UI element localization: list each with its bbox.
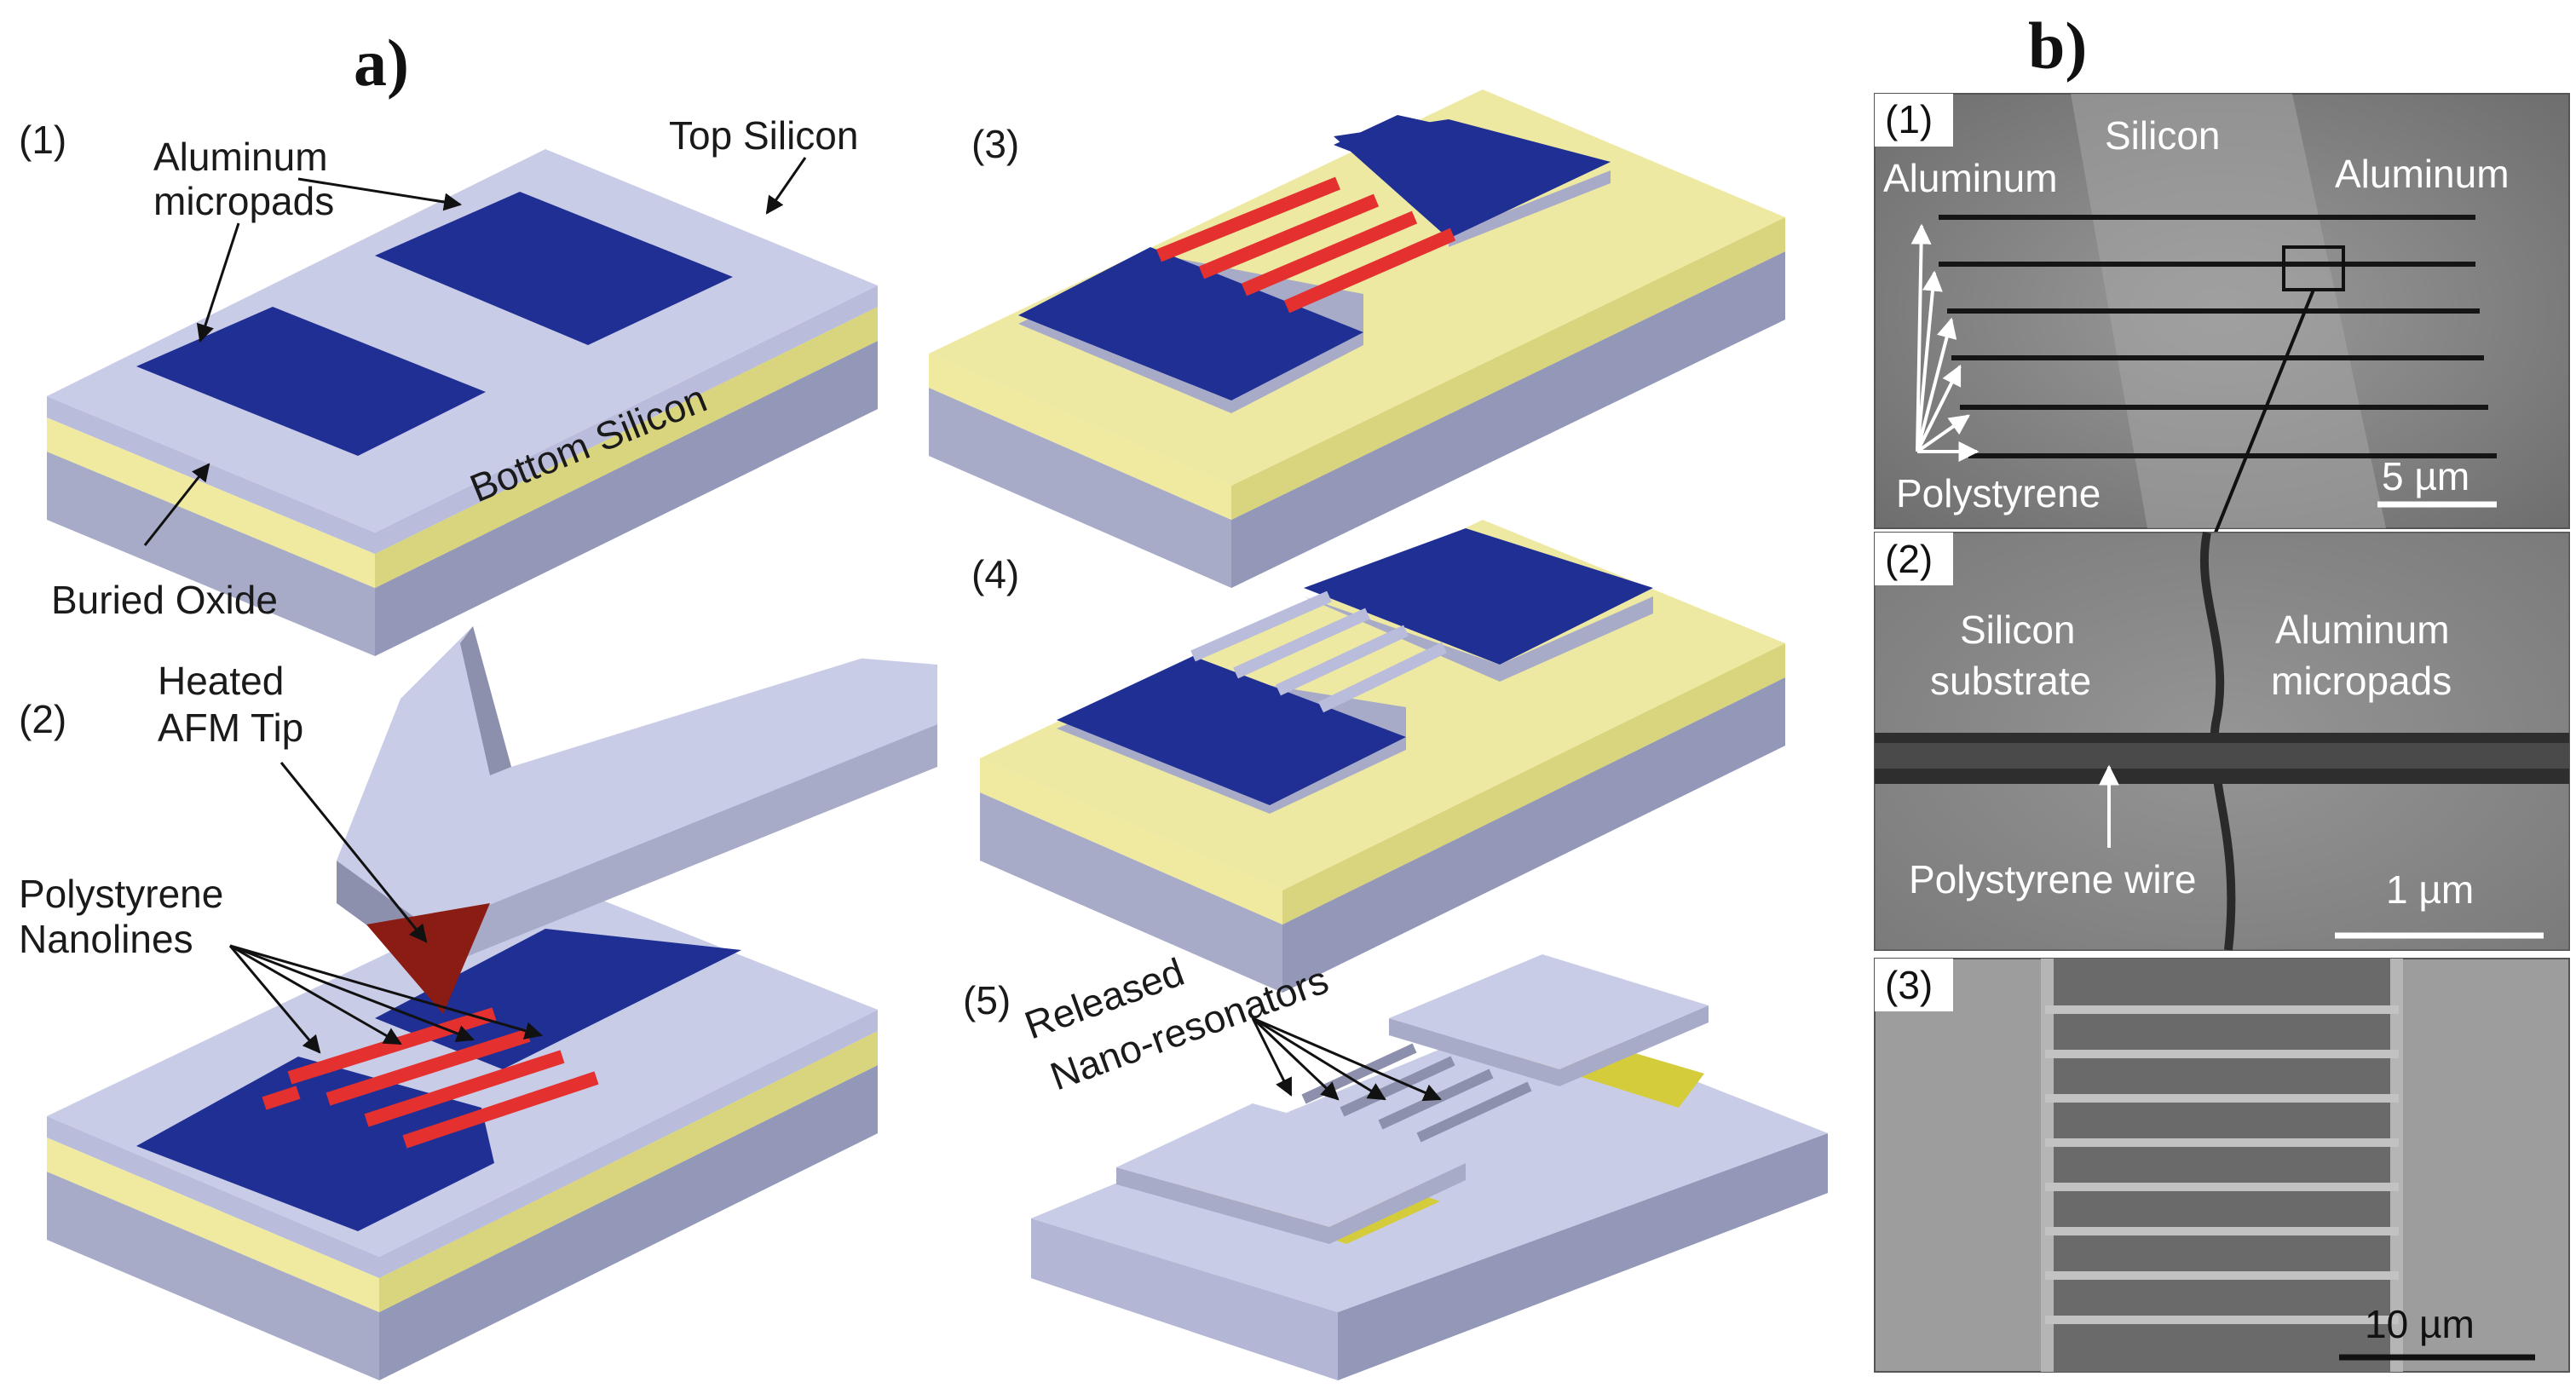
sem1-label-silicon: Silicon [2105, 113, 2221, 158]
step5-wafer [1031, 954, 1828, 1380]
sem1-step-label: (1) [1885, 97, 1933, 141]
micropad-right [375, 192, 733, 345]
step-3-label: (3) [971, 122, 1019, 166]
micropad-left [136, 307, 486, 456]
step-1-label: (1) [19, 118, 66, 162]
sem1-scale-label: 5 µm [2382, 454, 2469, 498]
label-aluminum: Aluminum [153, 135, 328, 179]
label-buried-oxide: Buried Oxide [51, 578, 278, 622]
label-polystyrene: Polystyrene [19, 872, 223, 916]
arrow-top-silicon [765, 157, 807, 215]
sem-image-1 [1874, 93, 2570, 533]
heated-afm-tip [366, 903, 490, 1014]
sem1-label-aluminum-left: Aluminum [1883, 156, 2058, 200]
silicon-beams-4 [1190, 590, 1448, 713]
step1-wafer [47, 149, 878, 656]
arrows-released [1251, 1017, 1442, 1102]
sem1-label-aluminum-right: Aluminum [2335, 152, 2510, 196]
sem-image-2 [1874, 532, 2570, 951]
step4-wafer [980, 520, 1785, 993]
micropad-left-2 [136, 1057, 494, 1231]
step-4-label: (4) [971, 552, 1019, 596]
arrow-micropad-right [297, 177, 463, 211]
polystyrene-lines-3 [1155, 176, 1456, 314]
label-afm-tip: AFM Tip [158, 706, 303, 750]
step-2-label: (2) [19, 697, 66, 741]
sem-image-3 [1874, 958, 2570, 1373]
arrow-afm-tip [279, 762, 428, 943]
sem2-label-silicon: Silicon [1960, 608, 2076, 652]
label-micropads: micropads [153, 179, 334, 223]
sem2-label-wire: Polystyrene wire [1909, 857, 2196, 901]
arrow-buried-oxide [143, 463, 210, 546]
step-5-label: (5) [963, 978, 1011, 1022]
micropad-right-4 [1304, 528, 1653, 665]
step3-wafer [929, 89, 1785, 588]
arrows-nanolines [228, 944, 544, 1054]
panel-b-letter: b) [2028, 9, 2087, 83]
arrow-micropad-left [196, 222, 240, 343]
label-top-silicon: Top Silicon [669, 113, 858, 158]
sem2-label-aluminum: Aluminum [2275, 608, 2450, 652]
polystyrene-nanolines [262, 1007, 599, 1149]
label-nanolines: Nanolines [19, 917, 193, 961]
sem3-step-label: (3) [1885, 963, 1933, 1007]
sem2-step-label: (2) [1885, 537, 1933, 581]
panel-a-letter: a) [354, 26, 409, 100]
sem2-label-substrate: substrate [1930, 659, 2091, 703]
sem2-scale-label: 1 µm [2386, 867, 2474, 912]
micropad-left-4 [1057, 656, 1406, 805]
sem1-label-polystyrene: Polystyrene [1896, 471, 2101, 515]
step2-wafer [47, 878, 878, 1380]
sem3-scale-label: 10 µm [2365, 1302, 2475, 1346]
sem2-label-micropads: micropads [2271, 659, 2452, 703]
afm-cantilever [337, 626, 937, 1014]
label-heated: Heated [158, 659, 284, 703]
